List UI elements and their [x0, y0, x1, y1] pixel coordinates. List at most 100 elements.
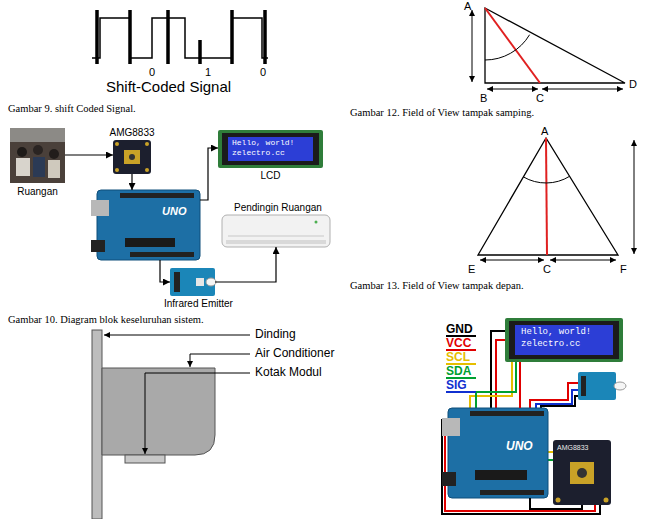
- part-name: Dinding: [255, 328, 296, 341]
- air-conditioner-unit: [226, 240, 326, 244]
- legend-swatch: [446, 391, 476, 393]
- lcd-module: [509, 321, 619, 359]
- thermal-sensor-board: [113, 140, 151, 174]
- part-name: Kotak Modul: [255, 366, 322, 379]
- field-of-view-front: [523, 176, 569, 183]
- field-of-view-side: [487, 89, 538, 90]
- infrared-emitter-board: [581, 376, 586, 396]
- shift-coded-waveform: [92, 10, 268, 64]
- leader-line: [104, 335, 250, 454]
- legend-entry: SDA: [446, 365, 486, 379]
- point-label: B: [480, 92, 487, 104]
- field-of-view-front: [480, 260, 544, 261]
- jumper-wire: [548, 451, 553, 453]
- air-conditioner-unit: [228, 236, 324, 237]
- wire-color-name: SIG: [446, 379, 467, 392]
- air-conditioner-unit: [315, 221, 318, 224]
- jumper-wire: [476, 362, 516, 408]
- arduino-board: [91, 240, 105, 252]
- arduino-board: [475, 470, 527, 480]
- lcd-module: [505, 318, 623, 362]
- field-of-view-side: [472, 10, 473, 82]
- node-label: AMG8833: [97, 127, 167, 138]
- connector: [200, 148, 218, 200]
- jumper-wire: [548, 459, 553, 461]
- lcd-module: [222, 133, 319, 165]
- wall-mount-sketch: [92, 330, 215, 519]
- room-photo: [33, 145, 43, 155]
- field-of-view-side: [542, 89, 623, 90]
- room-photo: Ruangan: [10, 128, 65, 183]
- thermal-sensor-board: [115, 168, 119, 172]
- point-label: D: [629, 78, 637, 90]
- wall-mount-sketch: [102, 368, 215, 455]
- arduino-board: [91, 190, 200, 260]
- field-of-view-side: [485, 35, 530, 60]
- air-conditioner-unit: [222, 215, 330, 247]
- bit-value: 0: [149, 66, 155, 78]
- point-label: C: [543, 263, 551, 275]
- thermal-sensor-board: [553, 440, 611, 505]
- infrared-emitter-board: [578, 372, 626, 400]
- arduino-board: [480, 490, 544, 495]
- jumper-wire: [530, 383, 578, 408]
- connector: [65, 154, 113, 155]
- lcd-display: Hello, world!zelectro.ccLCD: [218, 130, 323, 168]
- field-of-view-front: [478, 138, 618, 255]
- field-of-view-front: [634, 140, 635, 254]
- room-photo: [17, 147, 27, 157]
- point-label: A: [541, 125, 548, 137]
- lcd-module: [515, 325, 613, 355]
- shift-coded-waveform: [97, 10, 265, 64]
- connector: [160, 260, 170, 282]
- lcd-display: Hello, world!zelectro.cc: [505, 318, 623, 362]
- node-label: AMG8833: [557, 444, 589, 452]
- node-label: zelectro.cc: [232, 149, 285, 158]
- thermal-sensor-board: [115, 142, 119, 146]
- infrared-emitter-board: [206, 278, 216, 286]
- microcontroller-board: UNO: [448, 408, 548, 498]
- arduino-board: [125, 238, 175, 247]
- arduino-board: [442, 408, 548, 498]
- legend-entry: SIG: [446, 379, 486, 393]
- field-of-view-side: [485, 8, 540, 83]
- legend-entry: SCL: [446, 351, 486, 365]
- infrared-emitter-board: [196, 278, 204, 286]
- room-photo: [10, 128, 65, 142]
- signal-title: Shift-Coded Signal: [106, 79, 231, 96]
- thermal-sensor-board: [145, 142, 149, 146]
- field-of-view-front: [478, 138, 634, 260]
- connector: [131, 174, 132, 190]
- lcd-module: [218, 130, 323, 168]
- thermal-sensor-board: [553, 440, 611, 505]
- room-photo: [48, 160, 60, 178]
- thermal-sensor-board: [113, 140, 151, 174]
- sensor-module: AMG8833: [113, 140, 151, 174]
- infrared-emitter-board: [578, 372, 616, 400]
- sensor-module: AMG8833: [553, 440, 611, 505]
- air-conditioner-unit: [222, 215, 330, 247]
- thermal-sensor-board: [129, 154, 135, 160]
- room-photo: [10, 128, 65, 183]
- arduino-board: [470, 411, 544, 416]
- part-name: Air Conditioner: [255, 347, 334, 360]
- figure-caption: Gambar 12. Field of View tampak samping.: [350, 107, 534, 119]
- arduino-board: [442, 472, 456, 486]
- wall-mount-sketch: [125, 455, 165, 463]
- arduino-board: [448, 408, 548, 498]
- point-label: C: [536, 92, 544, 104]
- jumper-wire: [536, 390, 578, 408]
- bit-value: 0: [260, 66, 266, 78]
- arduino-board: [130, 252, 194, 257]
- wire-color-name: GND: [446, 323, 473, 336]
- leader-line: [104, 335, 250, 336]
- infrared-emitter-board: [170, 268, 215, 296]
- node-label: Pendingin Ruangan: [234, 202, 322, 213]
- point-label: F: [620, 263, 627, 275]
- microcontroller-board: UNO: [97, 190, 200, 260]
- arduino-board: [120, 193, 194, 198]
- node-label: Hello, world!: [232, 139, 294, 148]
- node-label: LCD: [218, 170, 323, 181]
- wall-mount-sketch: [92, 330, 102, 519]
- node-label: Hello, world!: [521, 328, 591, 338]
